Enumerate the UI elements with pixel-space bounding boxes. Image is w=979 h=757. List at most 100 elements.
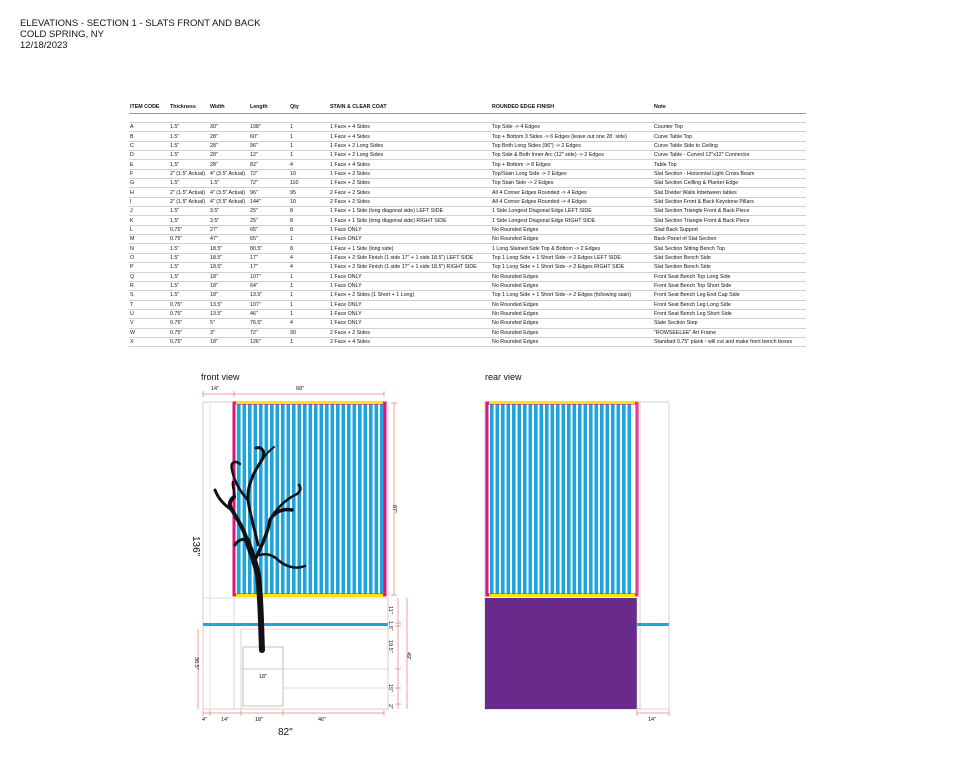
table-spacer-row (129, 113, 806, 123)
table-cell: Front Seat Bench Leg End Cap Side (653, 290, 806, 301)
table-cell: 47" (209, 234, 249, 245)
table-cell: 1 Face + 2 Side Finish (1 side 17" + 1 s… (329, 253, 491, 264)
table-cell: 17" (249, 262, 289, 273)
table-cell: 18" (209, 337, 249, 348)
table-cell: 1.5" (169, 150, 209, 161)
front-view: 14" 68" 136" 87" 11" 1.5" 19.5" 49" 15" … (190, 386, 411, 738)
slat (622, 404, 626, 594)
table-cell: 28" (209, 159, 249, 170)
table-cell: 107" (249, 300, 289, 310)
dim-box-18: 18" (259, 674, 267, 680)
table-cell: 1 Face + 1 Side (long diagonal side) LEF… (329, 206, 491, 217)
table-cell: 10 (289, 197, 329, 208)
table-cell: 108" (249, 122, 289, 133)
slat (314, 404, 318, 594)
table-cell: 1.5" (169, 159, 209, 170)
table-cell: 95 (289, 187, 329, 198)
table-cell: 46" (249, 309, 289, 320)
table-cell: Curve Table Side to Ceiling (653, 141, 806, 152)
dim-right-15: 15" (387, 684, 393, 692)
table-cell: 30 (289, 328, 329, 338)
slat (380, 404, 384, 594)
slat (374, 404, 379, 594)
slat (264, 404, 269, 594)
table-cell: Slat Section Bench Side (653, 262, 806, 273)
dim-bottom-14: 14" (221, 717, 229, 723)
table-cell: 1 Face + 2 Long Sides (329, 141, 491, 152)
table-cell: Top Stain Side -> 2 Edges (491, 178, 653, 189)
drawing-header: ELEVATIONS - SECTION 1 - SLATS FRONT AND… (20, 18, 261, 51)
table-cell: 2" (1.5" Actual) (169, 169, 209, 180)
dim-right-1-5: 1.5" (387, 621, 393, 631)
table-cell: 1.5" (169, 122, 209, 133)
table-cell: No Rounded Edges (491, 225, 653, 236)
slat (567, 404, 571, 594)
dim-top-left: 14" (211, 386, 219, 392)
slat (330, 404, 335, 594)
table-cell: 18" (209, 272, 249, 282)
table-header-cell: Note (653, 100, 806, 114)
table-cell: 1.5" (169, 206, 209, 217)
rear-slat-panel (489, 404, 635, 594)
table-cell: 5" (209, 318, 249, 329)
table-cell: Slat Section Ceilling & Planter Edge (653, 178, 806, 189)
table-cell: 3.5" (209, 215, 249, 226)
table-cell: 64" (249, 281, 289, 292)
table-cell: Slat Divider Walls Inbetween tables (653, 187, 806, 198)
front-bottom-rail (236, 594, 383, 597)
table-cell: 1 Face + 2 Sides (329, 178, 491, 189)
slat (556, 404, 560, 594)
table-cell: A (129, 122, 169, 133)
table-cell: Front Seat Bench Top Short Side (653, 281, 806, 292)
table-cell: 12" (249, 150, 289, 161)
table-cell: 1 Face + 4 Sides (329, 131, 491, 142)
slat (534, 404, 538, 594)
table-cell: 1 Face + 2 Side Finish (1 side 17" + 1 s… (329, 262, 491, 273)
table-cell: 1.5" (169, 272, 209, 282)
table-cell: 1 (289, 337, 329, 348)
table-cell: 1 Face ONLY (329, 234, 491, 245)
table-cell: 80.5" (249, 243, 289, 254)
dim-right-19-5: 19.5" (387, 640, 393, 653)
table-cell: No Rounded Edges (491, 328, 653, 338)
table-cell: 110 (289, 178, 329, 189)
dim-right-49: 49" (405, 652, 411, 660)
slat (308, 404, 313, 594)
table-cell: 0.75" (169, 318, 209, 329)
table-cell: 1 (289, 150, 329, 161)
table-cell: 3" (209, 328, 249, 338)
table-cell: 4" (3.5" Actual) (209, 169, 249, 180)
table-cell: Back Panel of Slat Section (653, 234, 806, 245)
dim-left-36-5: 36.5" (193, 657, 199, 670)
table-cell: P (129, 262, 169, 273)
table-header-cell: Length (249, 100, 289, 114)
table-cell: M (129, 234, 169, 245)
table-cell: J (129, 206, 169, 217)
table-cell: 4 (289, 159, 329, 170)
table-cell: 2" (1.5" Actual) (169, 197, 209, 208)
table-cell: Counter Top (653, 122, 806, 133)
table-cell: 1 (289, 290, 329, 301)
table-cell: B (129, 131, 169, 142)
table-cell: 1 Face ONLY (329, 309, 491, 320)
slat (292, 404, 296, 594)
slat (578, 404, 582, 594)
table-cell: 1.5" (169, 281, 209, 292)
table-cell: 1.5" (169, 243, 209, 254)
table-cell: 1 Face + 2 Sides (1 Short + 1 Long) (329, 290, 491, 301)
drawing-location: COLD SPRING, NY (20, 29, 104, 40)
rear-dim-bottom-14: 14" (648, 717, 656, 723)
table-cell: All 4 Corner Edges Rounded -> 4 Edges (491, 187, 653, 198)
rear-back-panel (485, 598, 637, 709)
slat (561, 404, 566, 594)
table-cell: 1 Face + 4 Sides (329, 159, 491, 170)
table-cell: 1 Face + 2 Long Sides (329, 150, 491, 161)
slat (336, 404, 340, 594)
